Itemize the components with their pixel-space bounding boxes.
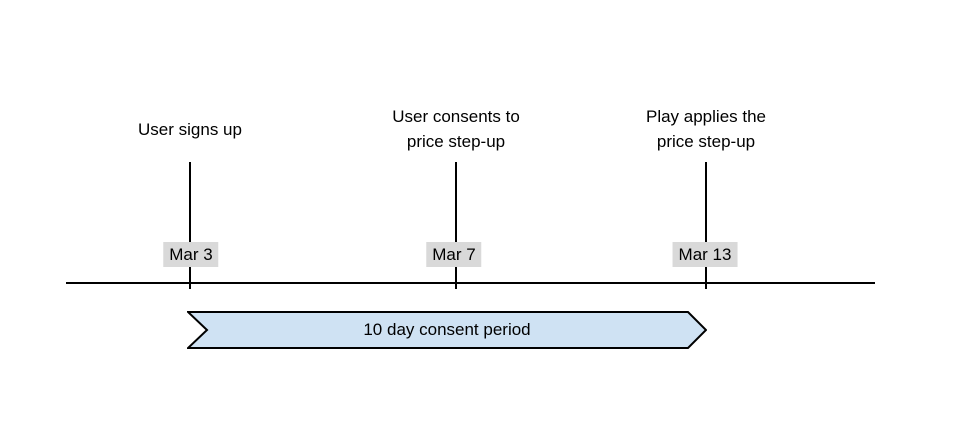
date-chip-mar-13: Mar 13 <box>672 242 738 267</box>
chevron-ribbon-shape <box>187 311 707 349</box>
timeline-axis <box>66 282 875 284</box>
date-chip-mar-7: Mar 7 <box>426 242 482 267</box>
consent-period-banner-label: 10 day consent period <box>363 320 531 339</box>
event-tick-mar-13 <box>705 162 707 289</box>
date-chip-mar-3: Mar 3 <box>163 242 219 267</box>
event-tick-mar-3 <box>189 162 191 289</box>
event-label-user-consents: User consents to price step-up <box>392 107 520 151</box>
event-tick-mar-7 <box>455 162 457 289</box>
consent-period-banner-shape <box>187 311 707 349</box>
event-label-user-signs-up: User signs up <box>138 119 242 139</box>
event-label-play-applies: Play applies the price step-up <box>645 107 767 151</box>
